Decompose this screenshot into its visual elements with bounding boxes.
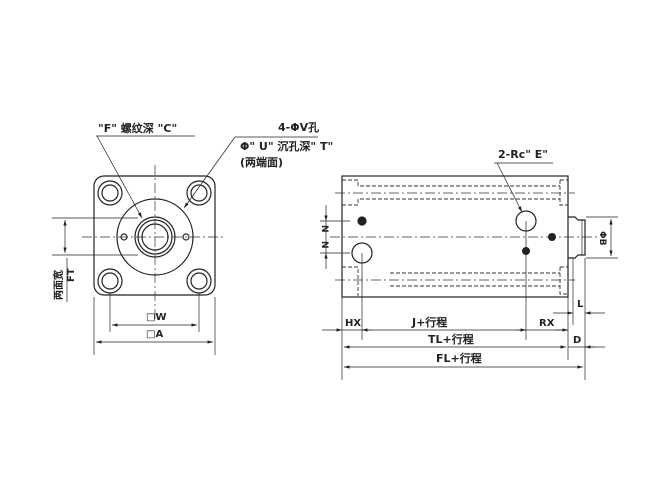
thread-label: "F" 螺纹深 "C": [98, 121, 177, 135]
n-label-top: N: [319, 225, 329, 233]
j-label: J+行程: [411, 315, 447, 329]
ft-label: FT: [66, 268, 77, 282]
hx-label: HX: [345, 318, 361, 329]
n-label-bottom: N: [319, 241, 329, 249]
w-label: □W: [146, 312, 166, 323]
counterbore-label: Φ" U" 沉孔深" T": [240, 139, 333, 153]
width-across-label: 两面宽: [52, 270, 65, 300]
rx-label: RX: [539, 318, 555, 329]
l-label: L: [577, 299, 584, 310]
hole-label: 4-ΦV孔: [278, 121, 319, 134]
fl-label: FL+行程: [436, 351, 482, 365]
d-label: D: [573, 335, 581, 346]
port-label: 2-Rc" E": [498, 148, 548, 161]
phi-b-label: ΦB: [597, 231, 607, 246]
front-view: "F" 螺纹深 "C" 4-ΦV孔 Φ" U" 沉孔深" T" (两端面) 两面…: [52, 121, 333, 355]
tl-label: TL+行程: [428, 332, 474, 346]
corner-holes: [97, 180, 212, 294]
a-label: □A: [146, 329, 163, 340]
both-ends-label: (两端面): [240, 155, 283, 169]
side-view: 2-Rc" E" N N ΦB L HX J+行程 RX: [319, 148, 618, 380]
